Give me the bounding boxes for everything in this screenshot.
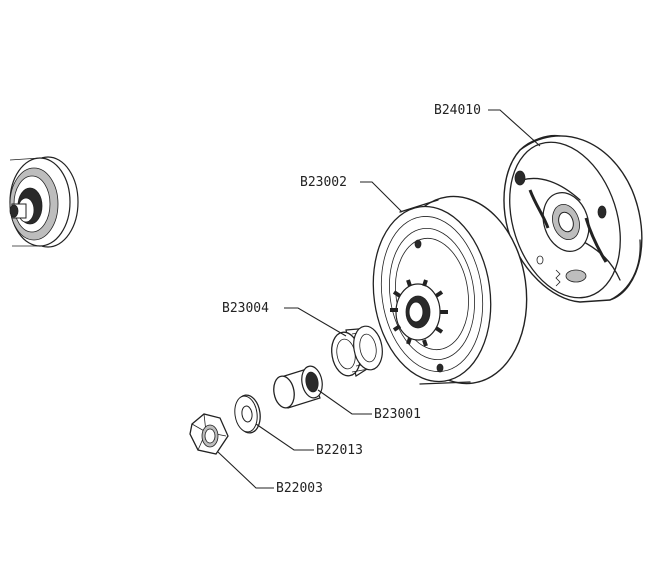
label-b22003: B22003 [276, 481, 323, 496]
bushing-part [273, 365, 323, 409]
nut-part [189, 413, 229, 455]
leader-b22003 [217, 451, 274, 489]
leader-b23002 [360, 181, 403, 213]
label-b23002: B23002 [300, 175, 347, 190]
leader-b24010 [488, 109, 541, 147]
label-b22013: B22013 [316, 443, 363, 458]
label-b24010: B24010 [434, 103, 481, 118]
label-b23001: B23001 [374, 407, 421, 422]
washer-part [234, 394, 261, 434]
needle-bearing-part [331, 325, 383, 377]
label-b23004: B23004 [222, 301, 269, 316]
clutch-shoes-part [503, 134, 643, 303]
leader-b23001 [317, 389, 372, 415]
assembled-clutch-thumbnail [9, 156, 79, 248]
clutch-drum-part [372, 195, 528, 385]
leader-b22013 [255, 423, 314, 451]
leader-b23004 [284, 307, 347, 337]
